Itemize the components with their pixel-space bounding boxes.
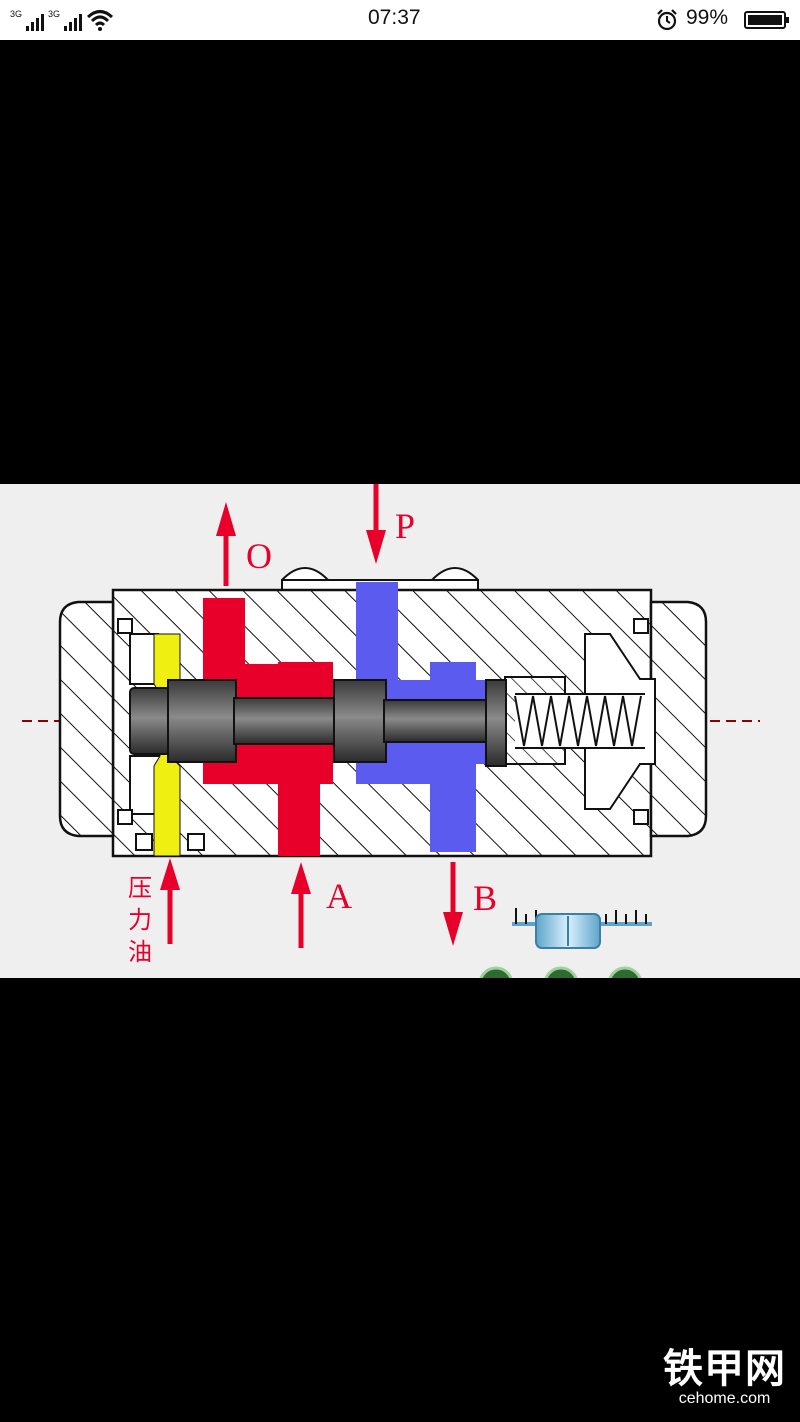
arrow-a-in [291,862,311,948]
arrow-b-out [443,862,463,946]
seal-rings [117,618,649,851]
arrow-p-in [366,484,386,564]
port-label-p: P [395,506,415,546]
battery-icon [744,11,789,29]
signal-icon: 3G [48,9,82,31]
arrow-pilot-in [160,858,180,944]
watermark-logo: 铁甲网 [663,1346,786,1392]
return-spring [514,695,642,747]
wifi-icon [86,10,114,31]
spool [129,679,507,767]
port-label-b: B [473,878,497,918]
port-label-a: A [326,876,352,916]
signal-1-label: 3G [10,9,22,19]
alarm-icon [657,9,677,31]
arrow-o-out [216,502,236,586]
valve-diagram[interactable]: O P A B 压 力 油 [0,484,800,978]
flow-arrows [160,484,463,948]
pilot-label-line2: 力 [128,906,152,934]
playback-controls[interactable] [479,966,642,978]
valve-cross-section: O P A B 压 力 油 [22,484,760,978]
watermark-site: cehome.com [678,1390,771,1407]
control-button[interactable] [479,966,513,978]
battery-percent: 99% [686,6,729,29]
pilot-label-line3: 油 [128,938,152,966]
status-bar: 3G 3G 07:37 99% [0,0,800,40]
left-end-cap [58,600,115,838]
control-button[interactable] [608,966,642,978]
signal-icon: 3G [10,9,44,31]
right-end-cap [649,600,708,838]
playback-slider[interactable] [512,908,652,949]
pilot-label-line1: 压 [128,874,152,902]
watermark: 铁甲网 cehome.com [663,1336,786,1408]
control-button[interactable] [544,966,578,978]
signal-2-label: 3G [48,9,60,19]
port-label-o: O [246,536,272,576]
clock: 07:37 [368,6,421,29]
